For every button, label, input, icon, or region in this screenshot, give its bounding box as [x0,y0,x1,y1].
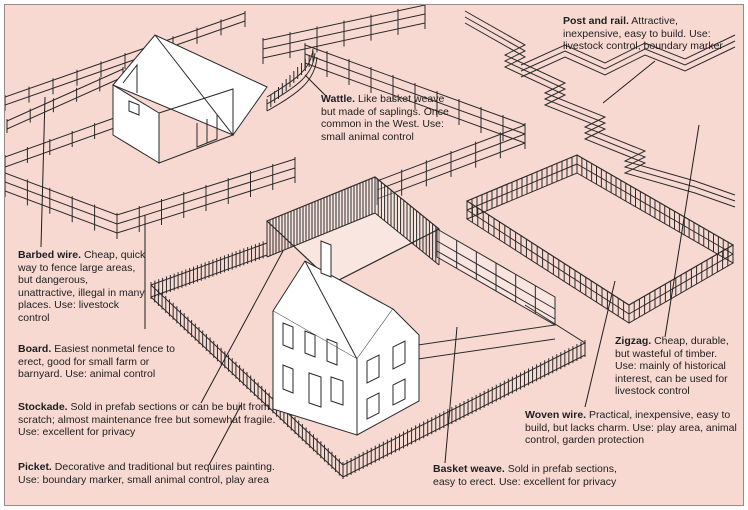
caption-stockade: Stockade. Sold in prefab sections or can… [18,401,280,439]
fence-illustration [5,5,736,479]
caption-title: Woven wire. [525,409,587,421]
caption-title: Basket weave. [433,463,505,475]
caption-body: Easiest nonmetal fence to erect, good fo… [18,343,176,381]
zigzag-fence [464,10,736,208]
stockade-fence [265,176,441,284]
caption-title: Barbed wire. [18,249,82,261]
leader-lines [40,60,700,466]
woven-wire-fence [465,154,735,324]
caption-body: Cheap, durable, but wasteful of timber. … [615,335,729,398]
caption-post-and-rail: Post and rail. Attractive, inexpensive, … [563,15,739,53]
picket-fence [150,240,587,479]
caption-title: Stockade. [18,401,68,413]
caption-title: Wattle. [321,93,356,105]
caption-body: Sold in prefab sections, easy to erect. … [433,463,617,488]
caption-body: Cheap, quick way to fence large areas, b… [18,249,146,324]
fence-diagram: Post and rail. Attractive, inexpensive, … [4,4,744,506]
wattle-fence [266,48,318,112]
caption-woven-wire: Woven wire. Practical, inexpensive, easy… [525,409,739,447]
caption-body: Like basket weave but made of saplings. … [321,93,449,143]
caption-body: Attractive, inexpensive, easy to build. … [563,15,723,53]
caption-barbed-wire: Barbed wire. Cheap, quick way to fence l… [18,249,146,325]
board-fence [5,5,526,239]
caption-wattle: Wattle. Like basket weave but made of sa… [321,93,461,143]
caption-title: Zigzag. [615,335,652,347]
caption-board: Board. Easiest nonmetal fence to erect, … [18,343,180,381]
caption-body: Practical, inexpensive, easy to build, b… [525,409,737,447]
basket-weave-fence [376,228,556,366]
caption-title: Picket. [18,461,52,473]
house-illustration [272,240,420,436]
caption-body: Sold in prefab sections or can be built … [18,401,276,439]
caption-body: Decorative and traditional but requires … [18,461,275,486]
caption-zigzag: Zigzag. Cheap, durable, but wasteful of … [615,335,739,398]
caption-picket: Picket. Decorative and traditional but r… [18,461,284,486]
barn-illustration [112,34,268,164]
caption-basket-weave: Basket weave. Sold in prefab sections, e… [433,463,633,488]
caption-title: Board. [18,343,52,355]
caption-title: Post and rail. [563,15,629,27]
